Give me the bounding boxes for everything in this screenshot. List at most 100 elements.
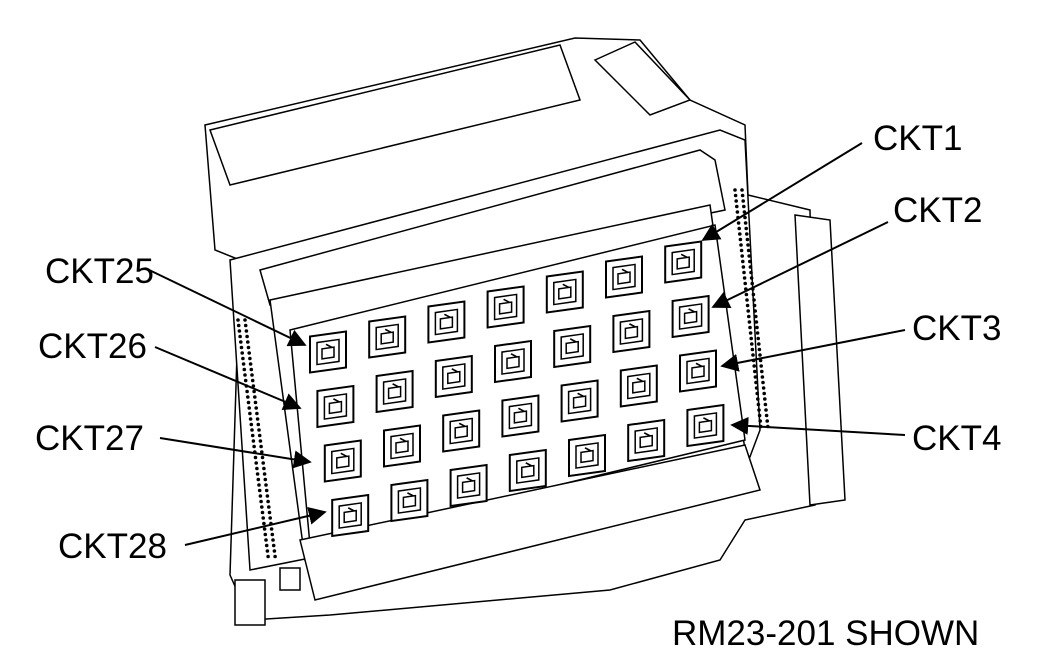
label-ckt28: CKT28 bbox=[58, 527, 167, 566]
vent-hole bbox=[765, 419, 769, 423]
vent-hole bbox=[742, 210, 747, 214]
vent-hole bbox=[742, 204, 746, 209]
vent-hole bbox=[241, 362, 246, 366]
vent-hole bbox=[761, 386, 766, 390]
vent-hole bbox=[264, 543, 269, 548]
vent-hole bbox=[753, 375, 758, 379]
jack bbox=[627, 418, 666, 463]
vent-hole bbox=[745, 298, 749, 302]
vent-hole bbox=[261, 516, 266, 520]
vent-hole bbox=[746, 243, 750, 247]
vent-hole bbox=[250, 378, 255, 383]
callout-labels: CKT1 CKT2 CKT3 CKT4 CKT25 CKT26 CKT27 CK… bbox=[35, 119, 1001, 653]
jack bbox=[553, 324, 592, 369]
jack bbox=[368, 315, 407, 359]
vent-hole bbox=[260, 455, 265, 460]
arrow-ckt27 bbox=[159, 437, 312, 469]
vent-hole bbox=[760, 375, 765, 379]
vent-hole bbox=[246, 400, 251, 405]
vent-hole bbox=[248, 417, 253, 421]
vent-hole bbox=[255, 472, 260, 476]
vent-hole bbox=[736, 221, 741, 225]
vent-hole bbox=[756, 336, 760, 341]
vent-hole bbox=[247, 351, 251, 355]
vent-hole bbox=[763, 402, 768, 407]
jack bbox=[383, 424, 421, 468]
vent-hole bbox=[238, 334, 242, 339]
vent-hole bbox=[250, 428, 254, 432]
vent-hole bbox=[245, 389, 249, 394]
vent-hole bbox=[752, 298, 756, 302]
vent-hole bbox=[262, 527, 267, 531]
vent-hole bbox=[735, 204, 739, 209]
label-ckt26: CKT26 bbox=[38, 327, 147, 366]
vent-hole bbox=[253, 395, 257, 399]
vent-hole bbox=[265, 494, 270, 498]
vent-hole bbox=[745, 237, 750, 242]
vent-hole bbox=[250, 373, 254, 377]
vent-hole bbox=[751, 292, 756, 297]
vent-hole bbox=[265, 549, 270, 553]
vent-hole bbox=[262, 466, 266, 471]
vent-hole bbox=[267, 510, 272, 515]
vent-hole bbox=[256, 422, 261, 427]
vent-hole bbox=[757, 408, 761, 412]
jack bbox=[316, 384, 355, 429]
label-ckt27: CKT27 bbox=[35, 419, 144, 458]
vent-hole bbox=[747, 254, 751, 258]
vent-hole bbox=[755, 391, 759, 396]
vent-hole bbox=[253, 400, 258, 405]
vent-hole bbox=[738, 237, 743, 242]
vent-hole bbox=[763, 397, 767, 401]
vent-hole bbox=[256, 477, 261, 482]
chassis bbox=[204, 37, 846, 626]
vent-hole bbox=[273, 554, 277, 559]
label-ckt2: CKT2 bbox=[893, 191, 982, 230]
label-ckt1: CKT1 bbox=[873, 119, 962, 158]
model-caption: RM23-201 SHOWN bbox=[672, 614, 979, 653]
vent-hole bbox=[750, 342, 754, 346]
vent-hole bbox=[264, 483, 268, 487]
vent-hole bbox=[255, 417, 260, 421]
vent-hole bbox=[741, 199, 745, 203]
jack bbox=[486, 285, 525, 329]
vent-hole bbox=[255, 466, 259, 471]
vent-hole bbox=[741, 265, 746, 269]
vent-hole bbox=[259, 499, 263, 504]
vent-hole bbox=[752, 303, 757, 308]
vent-hole bbox=[260, 510, 265, 515]
jack bbox=[390, 478, 429, 523]
vent-hole bbox=[741, 259, 745, 264]
vent-hole bbox=[748, 265, 753, 269]
vent-hole bbox=[742, 276, 747, 280]
vent-hole bbox=[733, 188, 737, 192]
vent-hole bbox=[748, 259, 752, 264]
vent-hole bbox=[751, 353, 755, 357]
vent-hole bbox=[739, 243, 743, 247]
vent-hole bbox=[745, 303, 750, 308]
jack bbox=[323, 439, 362, 483]
vent-hole bbox=[251, 384, 256, 388]
vent-hole bbox=[248, 362, 253, 366]
jack bbox=[375, 369, 414, 414]
vent-hole bbox=[272, 549, 277, 553]
vent-hole bbox=[743, 221, 748, 225]
vent-hole bbox=[249, 367, 254, 372]
jack bbox=[679, 349, 717, 393]
vent-hole bbox=[246, 395, 250, 399]
jack-grid bbox=[309, 240, 725, 538]
vent-hole bbox=[737, 226, 741, 231]
vent-hole bbox=[250, 433, 255, 438]
vent-hole bbox=[744, 226, 748, 231]
vent-hole bbox=[739, 248, 744, 253]
vent-hole bbox=[270, 532, 275, 537]
jack bbox=[619, 364, 658, 408]
vent-hole bbox=[269, 527, 274, 531]
label-ckt25: CKT25 bbox=[45, 252, 154, 291]
vent-hole bbox=[255, 411, 259, 416]
vent-hole bbox=[756, 402, 761, 407]
vent-hole bbox=[759, 364, 763, 368]
jack bbox=[494, 339, 532, 384]
jack bbox=[568, 433, 606, 478]
